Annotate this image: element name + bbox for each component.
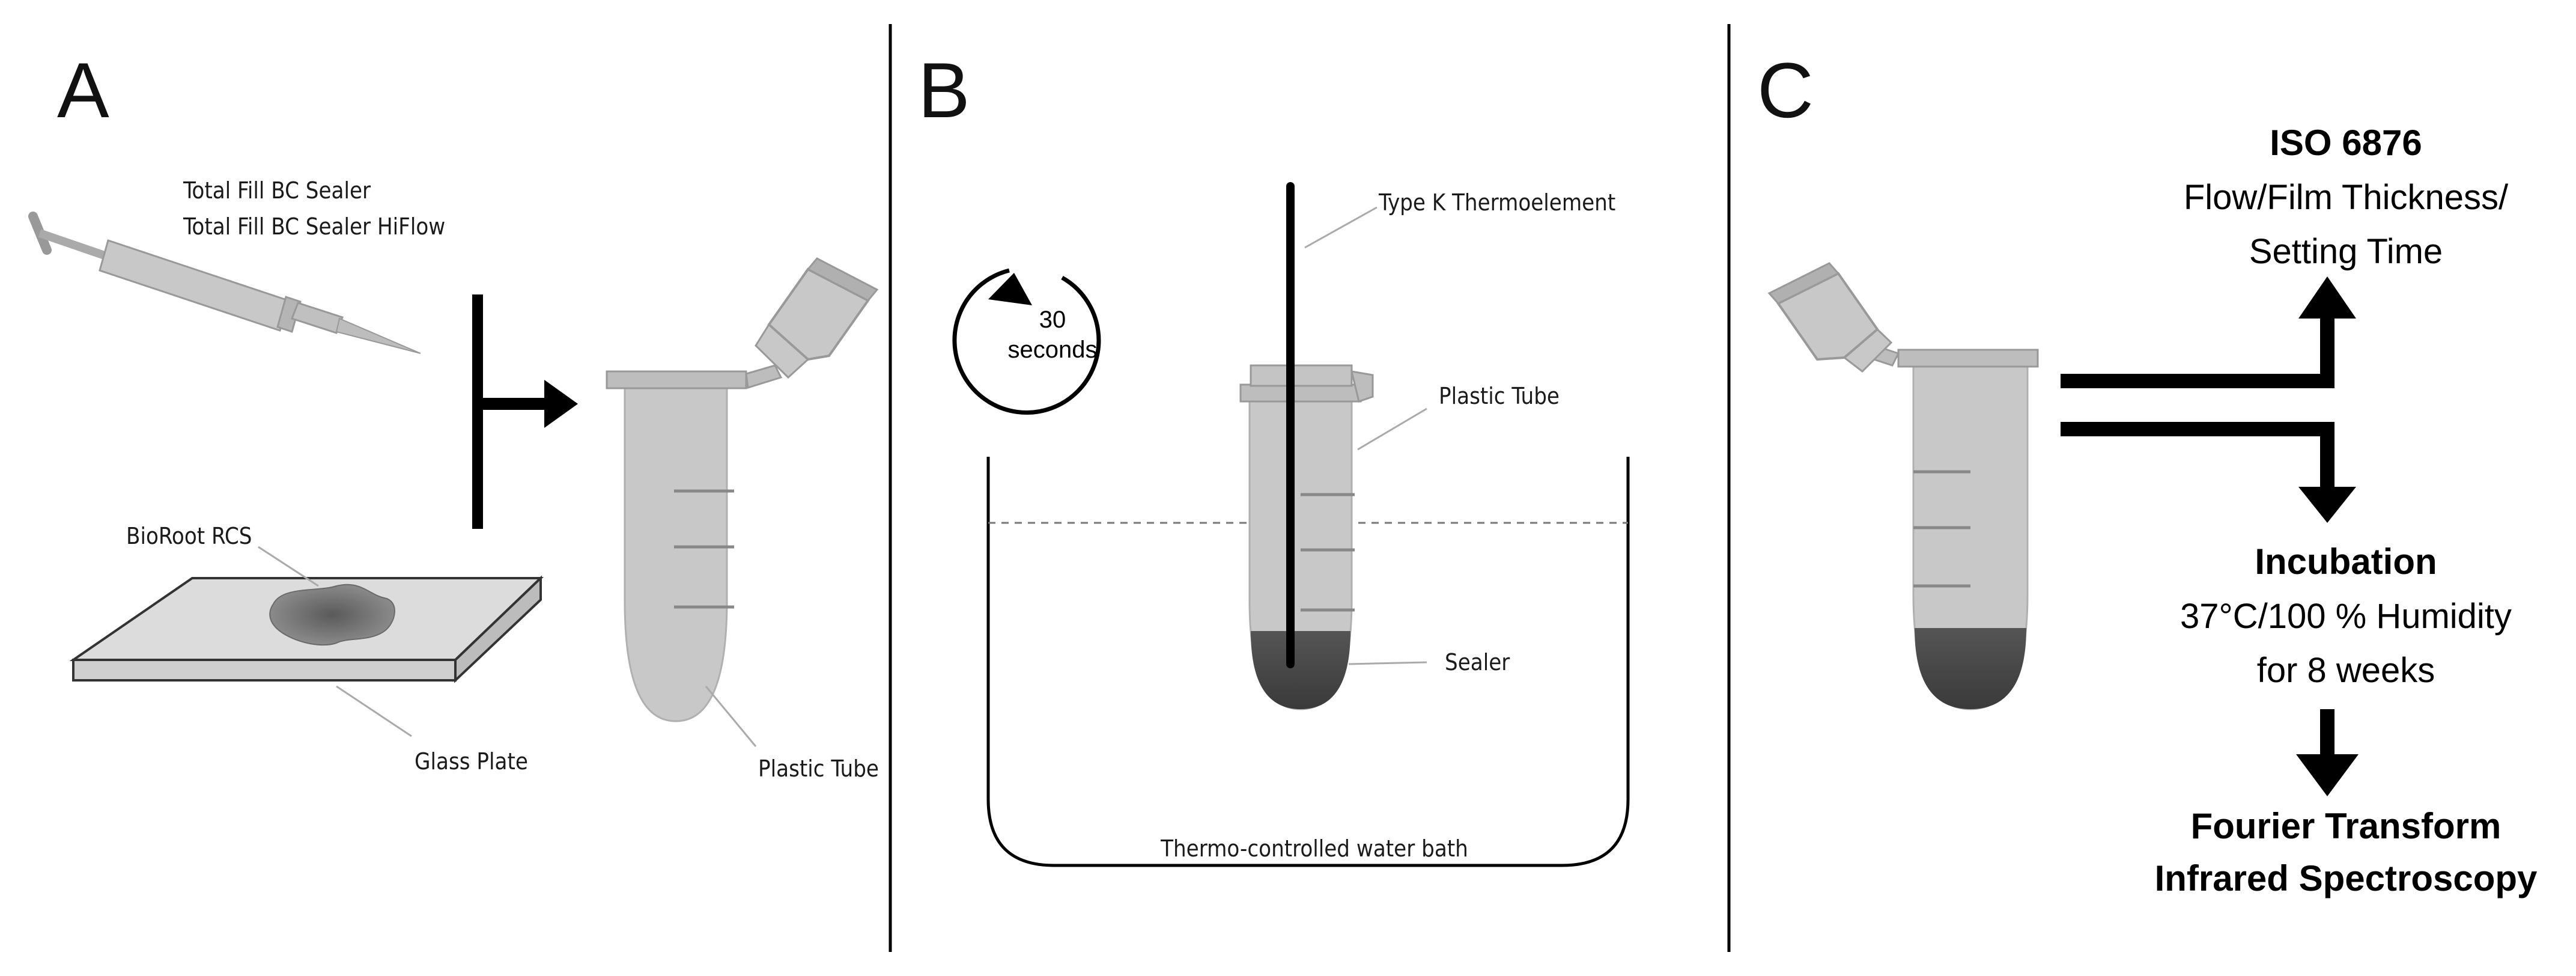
arrow-down-ftir <box>2296 709 2359 796</box>
tube-c <box>1767 262 2039 710</box>
timer-unit: seconds <box>1008 337 1098 363</box>
panel-b-letter: B <box>918 46 970 134</box>
bioroot-label: BioRoot RCS <box>126 523 252 549</box>
water-bath-label: Thermo-controlled water bath <box>1160 835 1468 862</box>
iso-line-1: Flow/Film Thickness/ <box>2184 178 2509 217</box>
glass-plate-label: Glass Plate <box>415 748 528 775</box>
tube-b-leader <box>1357 407 1427 451</box>
thermoelement-label: Type K Thermoelement <box>1378 189 1615 216</box>
incubation-line-1: 37°C/100 % Humidity <box>2180 597 2512 636</box>
ftir-line-1: Fourier Transform <box>2191 806 2502 846</box>
water-bath <box>986 457 1630 867</box>
tube-a-label: Plastic Tube <box>758 755 879 782</box>
tube-a <box>606 257 879 722</box>
panel-c: C ISO 6876 <box>1757 46 2538 898</box>
bioroot-blob <box>269 584 395 646</box>
tube-b-label: Plastic Tube <box>1439 383 1560 409</box>
panel-b: B 30 seconds Thermo-controlled water bat… <box>918 46 1630 867</box>
branch-arrow-down <box>2061 422 2356 523</box>
syringe-label-1: Total Fill BC Sealer <box>183 177 371 204</box>
sealer-label: Sealer <box>1445 649 1510 676</box>
ftir-line-2: Infrared Spectroscopy <box>2155 858 2538 898</box>
iso-title: ISO 6876 <box>2270 123 2422 163</box>
glass-plate-leader <box>336 685 412 737</box>
panel-c-letter: C <box>1757 46 1814 134</box>
syringe-icon <box>28 212 421 354</box>
panel-a: A Total Fill BC Sealer Total Fill BC Sea… <box>28 46 879 782</box>
incubation-line-2: for 8 weeks <box>2257 651 2435 690</box>
incubation-title: Incubation <box>2255 541 2437 582</box>
syringe-label-2: Total Fill BC Sealer HiFlow <box>183 213 445 240</box>
timer-value: 30 <box>1039 307 1066 333</box>
tube-a-leader <box>705 686 757 747</box>
sealer-leader <box>1348 661 1427 665</box>
timer-icon <box>952 268 1101 415</box>
tube-b <box>1239 364 1374 710</box>
panel-a-letter: A <box>57 46 109 134</box>
thermoelement-leader <box>1304 206 1378 249</box>
bioroot-leader <box>258 546 319 587</box>
iso-line-2: Setting Time <box>2249 232 2443 271</box>
merge-arrow <box>472 294 578 529</box>
branch-arrow-up <box>2061 276 2356 388</box>
